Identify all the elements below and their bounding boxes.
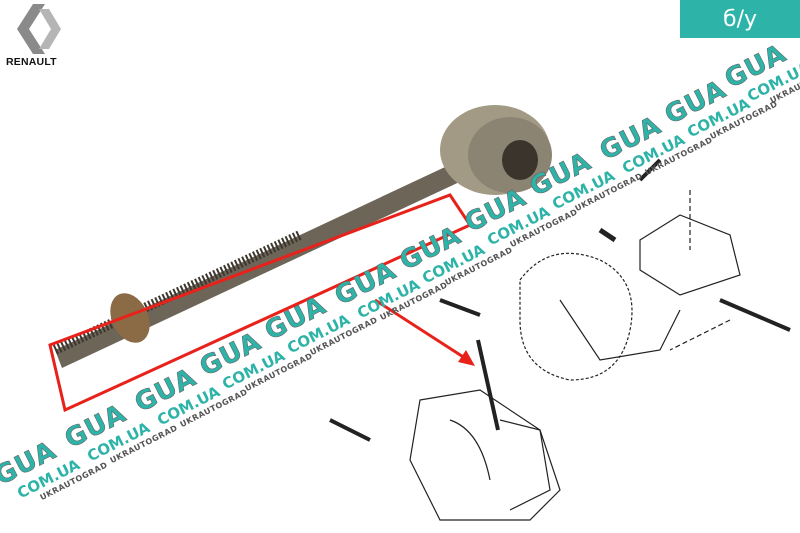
- renault-diamond-icon: [17, 4, 61, 54]
- assembly-diagram: [329, 158, 791, 521]
- highlight-box: [48, 193, 473, 413]
- renault-logo: RENAULT: [4, 4, 66, 68]
- bolt-photo: [52, 105, 552, 368]
- logo-text: RENAULT: [6, 56, 57, 68]
- pointer-arrowhead: [458, 350, 475, 366]
- pointer-arrow: [374, 298, 469, 362]
- condition-badge: б/у: [680, 0, 800, 38]
